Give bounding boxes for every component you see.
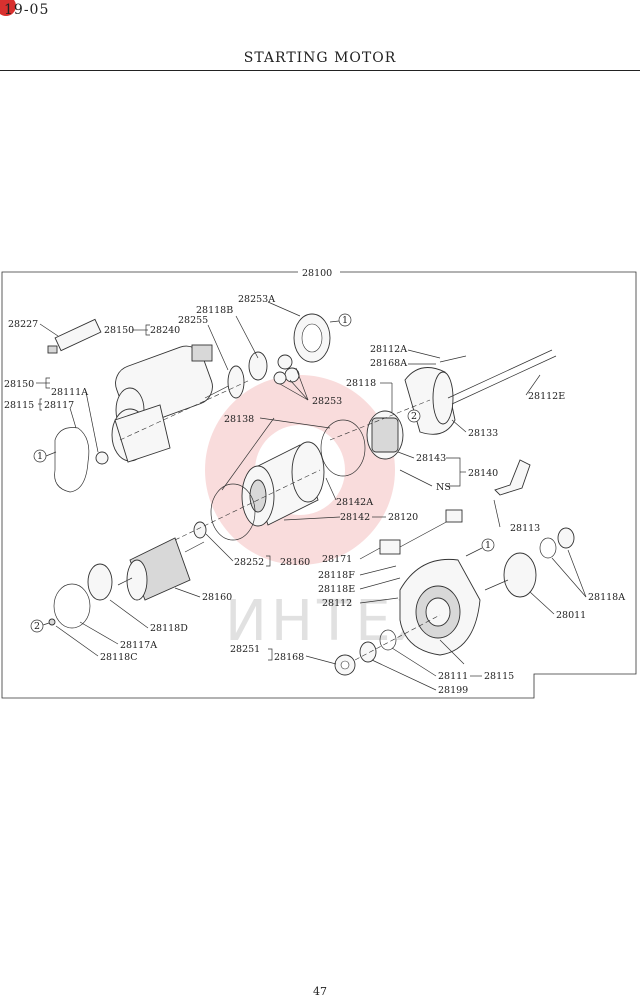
brush-holder-shape <box>366 410 404 460</box>
washer-28118D <box>87 563 113 601</box>
bearing-28252 <box>193 521 207 539</box>
screw-28118C <box>48 618 56 626</box>
snap-ring-28111 <box>379 629 397 651</box>
label-28118C: 28118C <box>100 652 138 663</box>
svg-text:2: 2 <box>34 621 40 632</box>
label-28143: 28143 <box>416 453 446 464</box>
label-28253A: 28253A <box>238 294 275 305</box>
callout-2-left-icon: 2 <box>30 619 50 633</box>
label-28112E: 28112E <box>528 391 565 402</box>
label-28113: 28113 <box>510 523 540 534</box>
page-title: STARTING MOTOR <box>243 50 397 66</box>
svg-text:1: 1 <box>37 451 43 462</box>
label-28227: 28227 <box>8 319 38 330</box>
svg-text:2: 2 <box>411 411 417 422</box>
through-bolt-28112E-b <box>451 355 557 405</box>
label-28118F: 28118F <box>318 570 355 581</box>
label-28118D: 28118D <box>150 623 188 634</box>
label-28118B: 28118B <box>196 305 233 316</box>
label-28199: 28199 <box>438 685 468 696</box>
label-28150-left: 28150 <box>4 379 34 390</box>
page-code: 19-05 <box>4 2 50 18</box>
label-28171: 28171 <box>322 554 352 565</box>
label-28118E: 28118E <box>318 584 355 595</box>
front-housing-shape <box>399 558 481 656</box>
watermark-text: ИНТЕХ <box>225 589 437 654</box>
label-28115-left: 28115 <box>4 400 34 411</box>
title-divider <box>0 70 640 71</box>
label-28142A: 28142A <box>336 497 373 508</box>
label-28115-right: 28115 <box>484 671 514 682</box>
shift-lever-shape <box>494 459 531 496</box>
callout-1-right-icon: 1 <box>465 538 495 557</box>
callout-1-left-icon: 1 <box>33 449 57 463</box>
label-28251: 28251 <box>230 644 260 655</box>
label-28011: 28011 <box>556 610 586 621</box>
label-28112A: 28112A <box>370 344 407 355</box>
armature-shape <box>117 537 205 601</box>
o-ring-28138b <box>210 483 256 541</box>
brand-logo-icon <box>0 0 16 16</box>
label-28112: 28112 <box>322 598 352 609</box>
grease-tube-shape <box>47 318 102 354</box>
washer-28118A-b <box>557 527 575 549</box>
gasket-28117A <box>53 583 91 629</box>
shaft-28255-shape <box>204 365 245 399</box>
leader-lines <box>36 301 587 691</box>
svg-text:1: 1 <box>342 315 348 326</box>
svg-text:1: 1 <box>485 540 491 551</box>
washer-28118A <box>539 537 557 559</box>
washer-28118B <box>248 351 268 381</box>
label-28120: 28120 <box>388 512 418 523</box>
label-28111: 28111 <box>438 671 468 682</box>
label-28160-mid: 28160 <box>280 557 310 568</box>
label-28117: 28117 <box>44 400 74 411</box>
label-28255: 28255 <box>178 315 208 326</box>
assembly-frame <box>1 271 637 699</box>
label-28133: 28133 <box>468 428 498 439</box>
bearing-28199 <box>359 641 377 663</box>
label-28240: 28240 <box>150 325 180 336</box>
callout-1-top-icon: 1 <box>329 313 352 327</box>
label-28117A: 28117A <box>120 640 157 651</box>
label-28118: 28118 <box>346 378 376 389</box>
bearing-28111A <box>95 451 109 465</box>
label-28140: 28140 <box>468 468 498 479</box>
label-NS: NS <box>436 482 451 493</box>
label-28168: 28168 <box>274 652 304 663</box>
page-number: 47 <box>313 985 327 998</box>
label-28142: 28142 <box>340 512 370 523</box>
pinion-clutch-shape <box>484 552 537 598</box>
end-housing-left-shape <box>111 404 171 463</box>
label-28138: 28138 <box>224 414 254 425</box>
label-28253: 28253 <box>312 396 342 407</box>
rear-cover-shape <box>404 367 456 435</box>
label-28168A: 28168A <box>370 358 407 369</box>
label-28160-bottom: 28160 <box>202 592 232 603</box>
label-28252: 28252 <box>234 557 264 568</box>
yoke-housing-shape <box>241 441 325 527</box>
label-28150-top: 28150 <box>104 325 134 336</box>
through-bolt-28112E <box>447 349 553 399</box>
o-ring-28138 <box>320 419 366 477</box>
planetary-gears-shape <box>273 354 300 385</box>
part-labels: 28100 28227 28150 28240 28255 28118B 282… <box>4 268 625 696</box>
callout-2-top-icon: 2 <box>407 409 421 423</box>
label-28100: 28100 <box>302 268 332 279</box>
label-28118A: 28118A <box>588 592 625 603</box>
label-28111A: 28111A <box>51 387 88 398</box>
terminal-28171 <box>379 539 401 555</box>
gasket-28117 <box>54 427 90 493</box>
